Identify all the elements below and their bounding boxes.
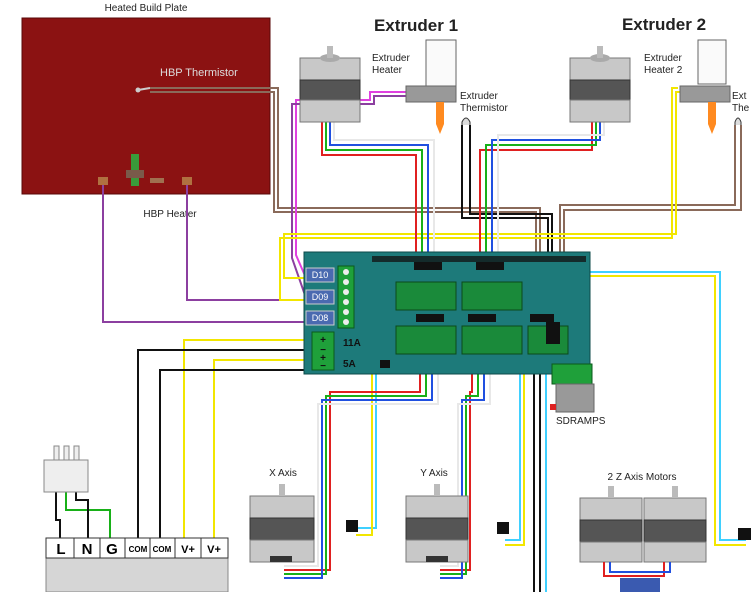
extruder-1-heater-cartridge <box>425 39 457 87</box>
power-5a-minus: − <box>320 361 326 372</box>
port-d10 <box>305 267 335 283</box>
extruder-2-heater-label-line1: Extruder <box>644 53 682 64</box>
extruder-1-title: Extruder 1 <box>374 16 458 35</box>
z-endstop-connector <box>738 528 751 540</box>
mosfet-ports: D10 D09 D08 <box>305 265 355 329</box>
ramps-board: D10 D09 D08 + − + − 11A 5A <box>303 251 591 375</box>
sdramps-module: SDRAMPS <box>550 363 606 427</box>
sdramps-label: SDRAMPS <box>556 416 606 427</box>
z-axis-motors: 2 Z Axis Motors <box>579 472 707 592</box>
port-d10-label: D10 <box>312 270 329 280</box>
power-input: + − + − 11A 5A <box>311 331 361 372</box>
extruder-2-thermistor-label-line1: Ext <box>732 91 747 102</box>
y-axis-motor: Y Axis <box>405 468 469 563</box>
x-endstop-connector <box>346 520 358 532</box>
extruder-1: Extruder 1 Extruder Heater Extruder Ther… <box>299 16 508 134</box>
x-axis-label: X Axis <box>269 468 297 479</box>
extruder-1-thermistor-label-line1: Extruder <box>460 91 498 102</box>
extruder-2: Extruder 2 Extruder Heater 2 Ext The <box>569 15 750 134</box>
psu-terminal-com-2: COM <box>153 545 172 554</box>
extruder-1-heater-label-line1: Extruder <box>372 53 410 64</box>
power-supply: L N G COM COM V+ V+ <box>43 445 229 592</box>
heated-build-plate: Heated Build Plate HBP Thermistor <box>21 3 271 195</box>
heated-build-plate-title: Heated Build Plate <box>105 3 188 14</box>
psu-terminal-vplus-1: V+ <box>181 544 195 556</box>
power-5a-plus: + <box>320 353 326 364</box>
port-d08 <box>305 310 335 326</box>
psu-terminal-g: G <box>106 541 118 558</box>
psu-terminal-n: N <box>82 541 93 558</box>
wires <box>55 87 746 592</box>
driver-socket-e0 <box>395 281 457 311</box>
power-5a-label: 5A <box>343 359 356 370</box>
extruder-1-heater-block <box>405 85 457 103</box>
hbp-heater-label: HBP Heater <box>143 209 197 220</box>
power-11a-plus: + <box>320 335 326 346</box>
extruder-2-thermistor-label-line2: The <box>732 103 750 114</box>
port-d08-label: D08 <box>312 313 329 323</box>
extruder-1-thermistor-label-line2: Thermistor <box>460 103 508 114</box>
y-axis-label: Y Axis <box>420 468 448 479</box>
port-d09 <box>305 289 335 305</box>
psu-terminal-com-1: COM <box>129 545 148 554</box>
z-axis-label: 2 Z Axis Motors <box>608 472 677 483</box>
driver-socket-y <box>461 325 523 355</box>
power-plug <box>43 445 89 493</box>
power-11a-label: 11A <box>343 338 361 349</box>
psu-terminal-vplus-2: V+ <box>207 544 221 556</box>
extruder-1-heater-label-line2: Heater <box>372 65 403 76</box>
extruder-2-heater-cartridge <box>697 39 727 85</box>
extruder-2-title: Extruder 2 <box>622 15 706 34</box>
driver-socket-e1 <box>461 281 523 311</box>
driver-socket-x <box>395 325 457 355</box>
x-axis-motor: X Axis <box>249 468 315 563</box>
extruder-2-motor <box>569 46 631 123</box>
psu-terminal-l: L <box>56 541 65 558</box>
extruder-2-heater-label-line2: Heater 2 <box>644 65 683 76</box>
hbp-heater-connector <box>98 154 192 186</box>
extruder-1-nozzle <box>436 102 444 134</box>
extruder-2-nozzle <box>708 102 716 134</box>
extruder-2-heater-block <box>679 85 731 103</box>
y-endstop-connector <box>497 522 509 534</box>
extruder-1-motor <box>299 46 361 123</box>
port-d09-label: D09 <box>312 292 329 302</box>
hbp-thermistor-label: HBP Thermistor <box>160 67 238 79</box>
power-11a-minus: − <box>320 345 326 356</box>
psu-terminals: L N G COM COM V+ V+ <box>56 538 221 558</box>
